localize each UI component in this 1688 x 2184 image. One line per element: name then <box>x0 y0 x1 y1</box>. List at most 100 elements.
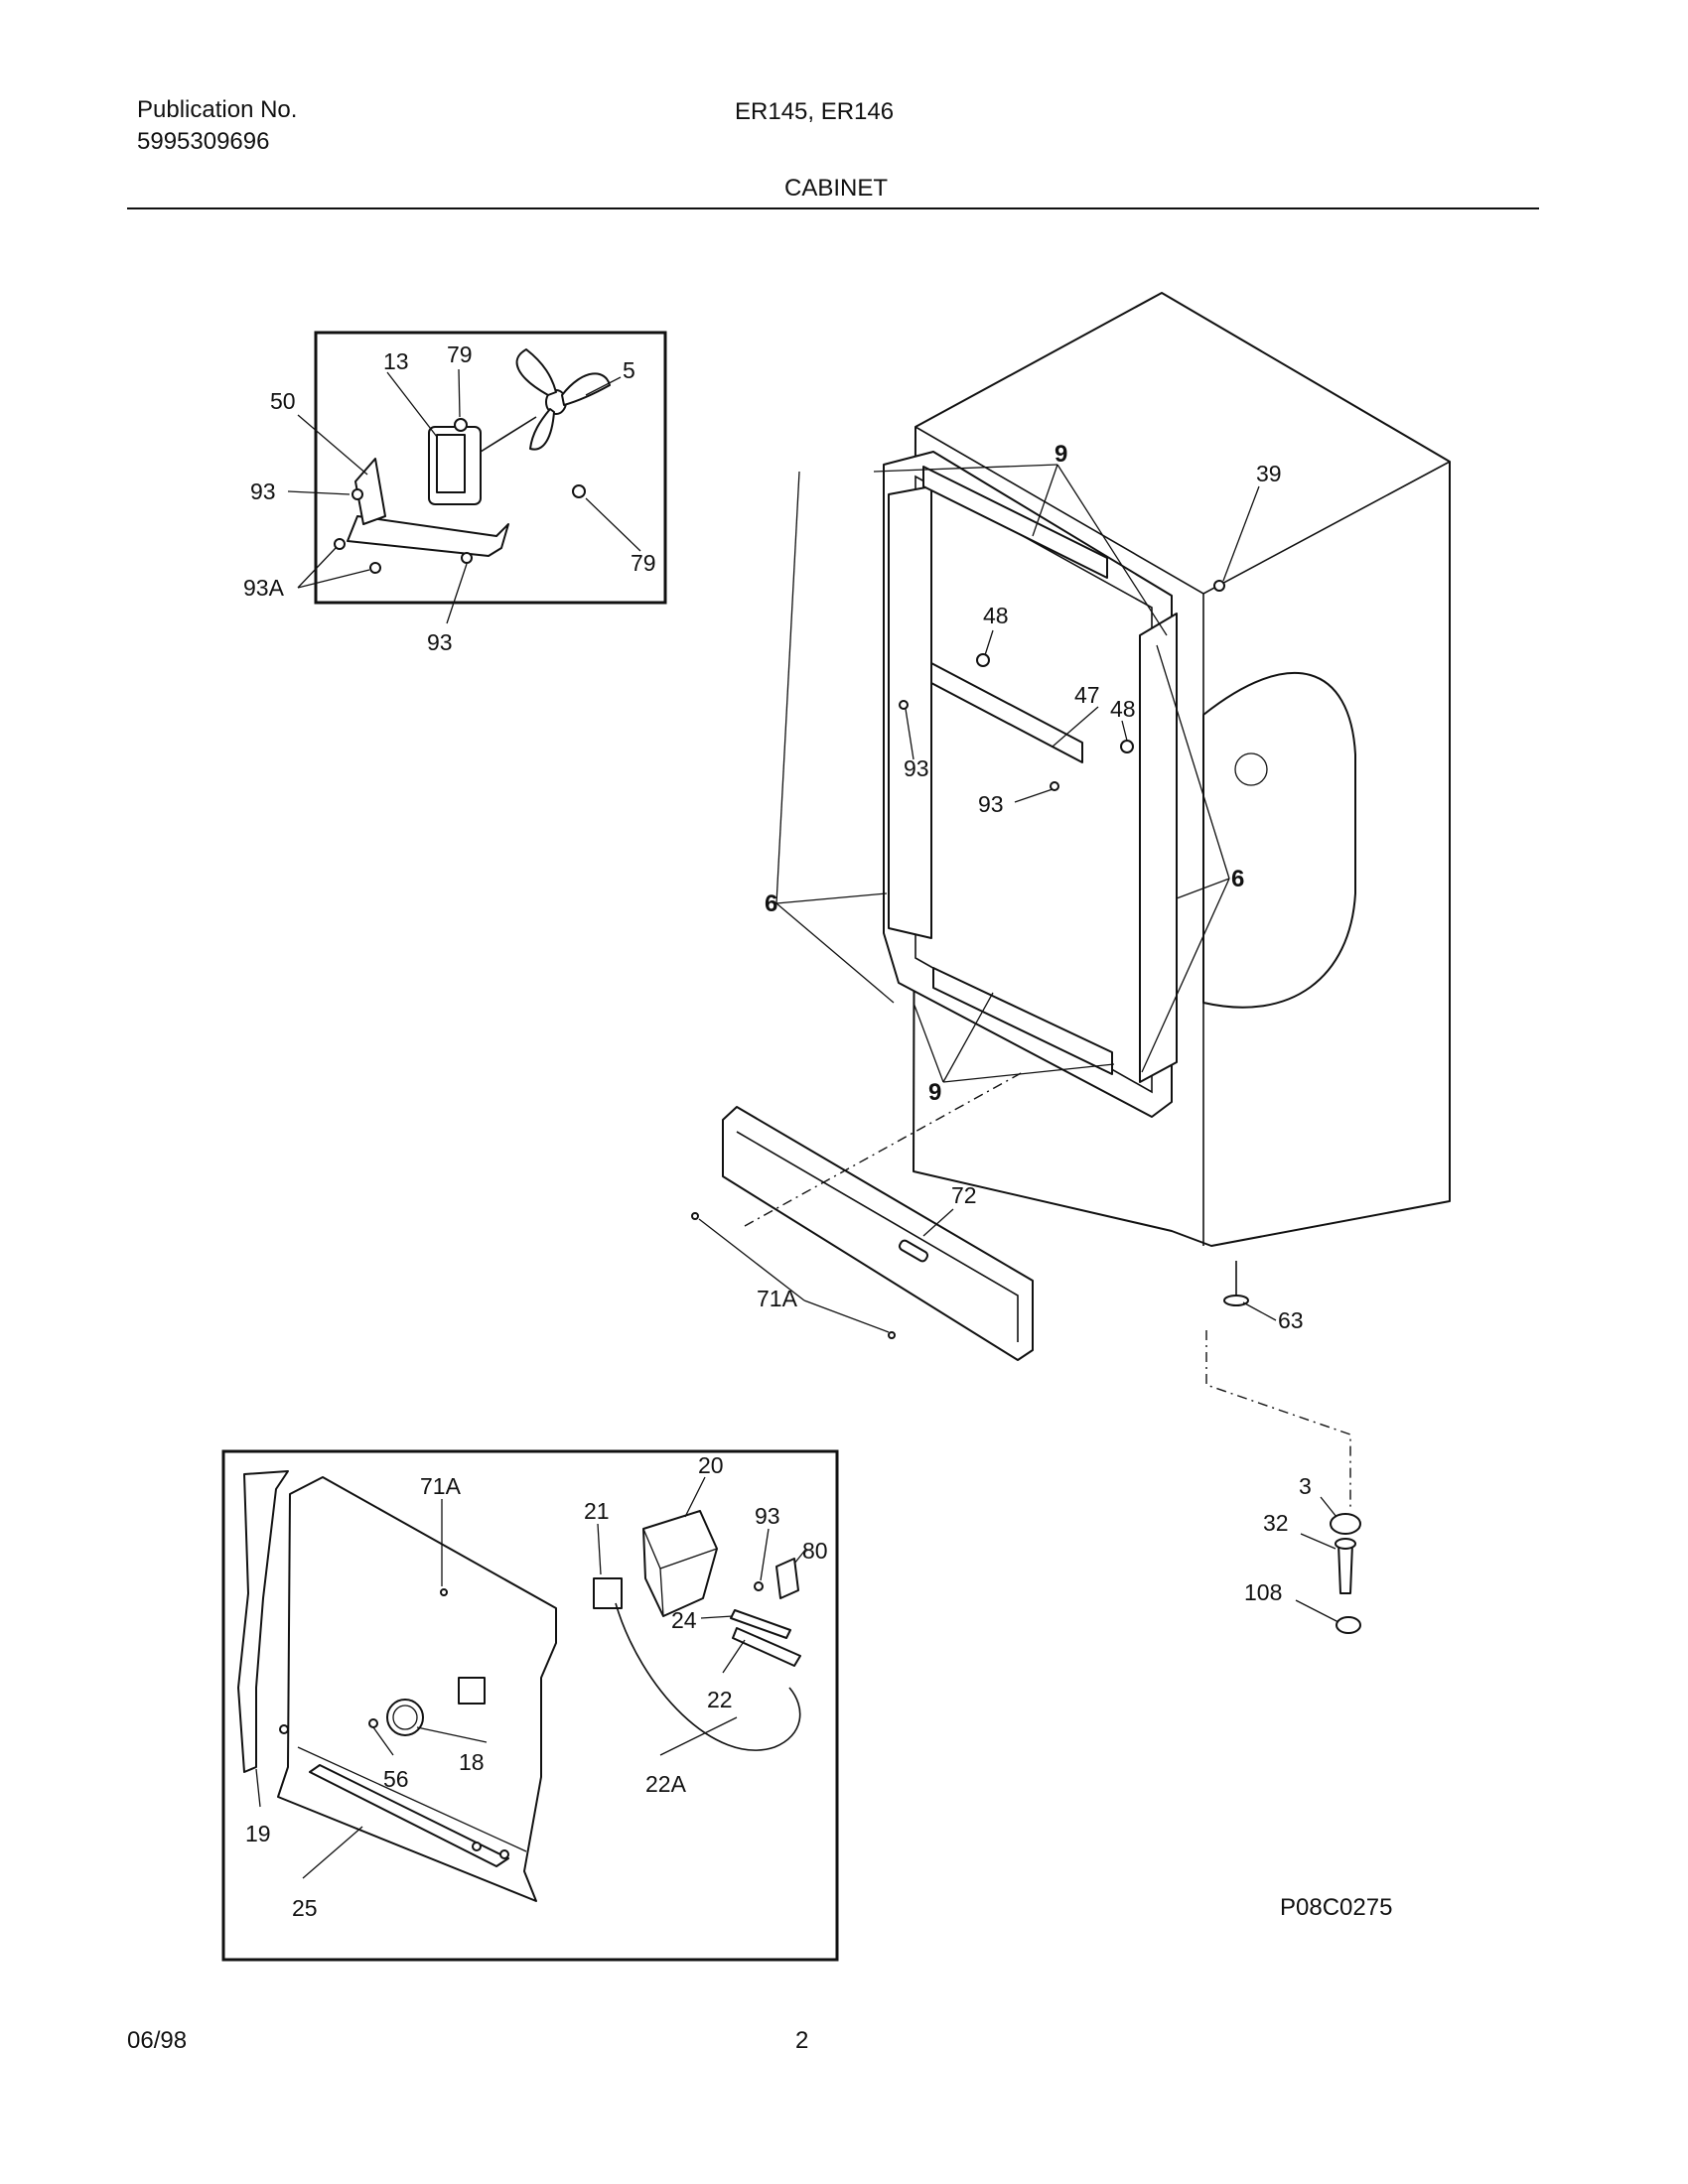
callout-48-b: 48 <box>1110 696 1136 722</box>
screw-panel-bottom-2 <box>499 1849 509 1859</box>
callout-63: 63 <box>1278 1307 1304 1333</box>
control-panel-inset <box>221 1449 839 1962</box>
screw-93-c <box>899 700 909 710</box>
screw-93-d <box>1050 781 1059 791</box>
panel-window <box>458 1677 486 1705</box>
screw-56 <box>368 1718 378 1728</box>
callout-71a-grille: 71A <box>757 1286 798 1311</box>
nut-108 <box>1336 1616 1361 1634</box>
motor-shaft <box>480 416 537 453</box>
thermostat-knob-18 <box>386 1699 424 1736</box>
cabinet-assembly <box>775 292 1451 1247</box>
gasket-left <box>888 485 932 939</box>
gasket-right <box>1139 613 1178 1083</box>
callout-50: 50 <box>270 388 296 414</box>
control-inset-frame <box>221 1449 839 1962</box>
bracket-upright <box>354 458 386 525</box>
callout-9-bottom: 9 <box>928 1079 941 1106</box>
publication-number: 5995309696 <box>137 128 270 155</box>
panel-slot <box>309 1764 509 1867</box>
gasket-bottom <box>932 967 1113 1075</box>
fan-blade-3 <box>529 408 555 451</box>
door-opening-frame <box>883 451 1173 1118</box>
thermostat-21 <box>593 1577 623 1609</box>
section-title: CABINET <box>784 175 889 202</box>
thermostat-cover-20 <box>642 1510 718 1617</box>
callout-3: 3 <box>1299 1473 1312 1499</box>
control-panel-25 <box>277 1476 557 1902</box>
callout-22: 22 <box>707 1687 733 1712</box>
callout-93-d: 93 <box>978 791 1004 817</box>
leveler-assembly <box>1205 1261 1361 1634</box>
screw-93a-1 <box>334 538 346 550</box>
publication-label: Publication No. <box>137 96 298 123</box>
grommet-79-right <box>572 484 586 498</box>
screw-93-panel <box>754 1581 764 1591</box>
bracket-24 <box>730 1609 791 1639</box>
trim-channel-19 <box>237 1470 289 1773</box>
callout-93-panel: 93 <box>755 1503 780 1529</box>
screw-93-bottom <box>461 552 473 564</box>
screw-71a-2 <box>888 1331 896 1339</box>
screw-panel-bottom <box>472 1842 482 1851</box>
diagram-code: P08C0275 <box>1280 1894 1393 1921</box>
callout-93-fan: 93 <box>250 478 276 504</box>
screw-93 <box>352 488 363 500</box>
leveler-head <box>1335 1538 1356 1550</box>
callout-93-fan-bottom: 93 <box>427 629 453 655</box>
grommet-48-b <box>1120 740 1134 753</box>
fan-bracket <box>347 515 509 557</box>
callout-79-right: 79 <box>631 550 656 576</box>
callout-71a-panel: 71A <box>420 1473 462 1499</box>
callout-5: 5 <box>623 357 635 383</box>
callout-13: 13 <box>383 348 409 374</box>
leveler-washer <box>1223 1295 1249 1306</box>
callout-19: 19 <box>245 1821 271 1846</box>
fan-blade-1 <box>515 348 557 396</box>
motor-coil <box>436 434 466 493</box>
grommet-48-a <box>976 653 990 667</box>
plug-39 <box>1213 580 1225 592</box>
callout-6-left: 6 <box>765 890 777 917</box>
leveler-leg-32 <box>1337 1543 1353 1594</box>
callout-21: 21 <box>584 1498 610 1524</box>
fan-blade-2 <box>561 372 611 406</box>
callout-22a: 22A <box>645 1771 687 1797</box>
callout-25: 25 <box>292 1895 318 1921</box>
footer-date: 06/98 <box>127 2027 188 2054</box>
page-number: 2 <box>795 2027 809 2054</box>
side-evaporator <box>1202 671 1356 1009</box>
callout-93-c: 93 <box>904 755 929 781</box>
grille-slot <box>898 1239 929 1263</box>
screw-93a-2 <box>369 562 381 574</box>
fan-assembly-inset <box>287 331 667 624</box>
header-rule <box>127 207 1539 209</box>
callout-72: 72 <box>951 1182 977 1208</box>
screw-panel-left <box>279 1724 289 1734</box>
model-numbers: ER145, ER146 <box>735 98 895 125</box>
leveler-alignment-line <box>1205 1330 1351 1509</box>
gasket-top <box>922 466 1108 579</box>
screw-71a-panel <box>440 1588 448 1596</box>
callout-18: 18 <box>459 1749 485 1775</box>
callout-79-top: 79 <box>447 341 473 367</box>
callout-9-top: 9 <box>1055 441 1067 468</box>
bracket-80 <box>775 1558 799 1599</box>
toe-grille-panel <box>722 1106 1034 1361</box>
capillary-tube-22a <box>615 1602 801 1751</box>
callout-6-right: 6 <box>1231 866 1244 892</box>
callout-108: 108 <box>1244 1579 1282 1605</box>
grille-alignment-line <box>744 1071 1024 1227</box>
callout-20: 20 <box>698 1452 724 1478</box>
clip-22 <box>732 1627 801 1667</box>
fan-inset-frame <box>314 331 667 605</box>
callout-39: 39 <box>1256 461 1282 486</box>
screw-71a-1 <box>691 1212 699 1220</box>
grommet-79-top <box>454 418 468 432</box>
callout-56: 56 <box>383 1766 409 1792</box>
callout-48-a: 48 <box>983 603 1009 628</box>
callout-24: 24 <box>671 1607 697 1633</box>
cap-3 <box>1330 1513 1361 1535</box>
callout-80: 80 <box>802 1538 828 1564</box>
